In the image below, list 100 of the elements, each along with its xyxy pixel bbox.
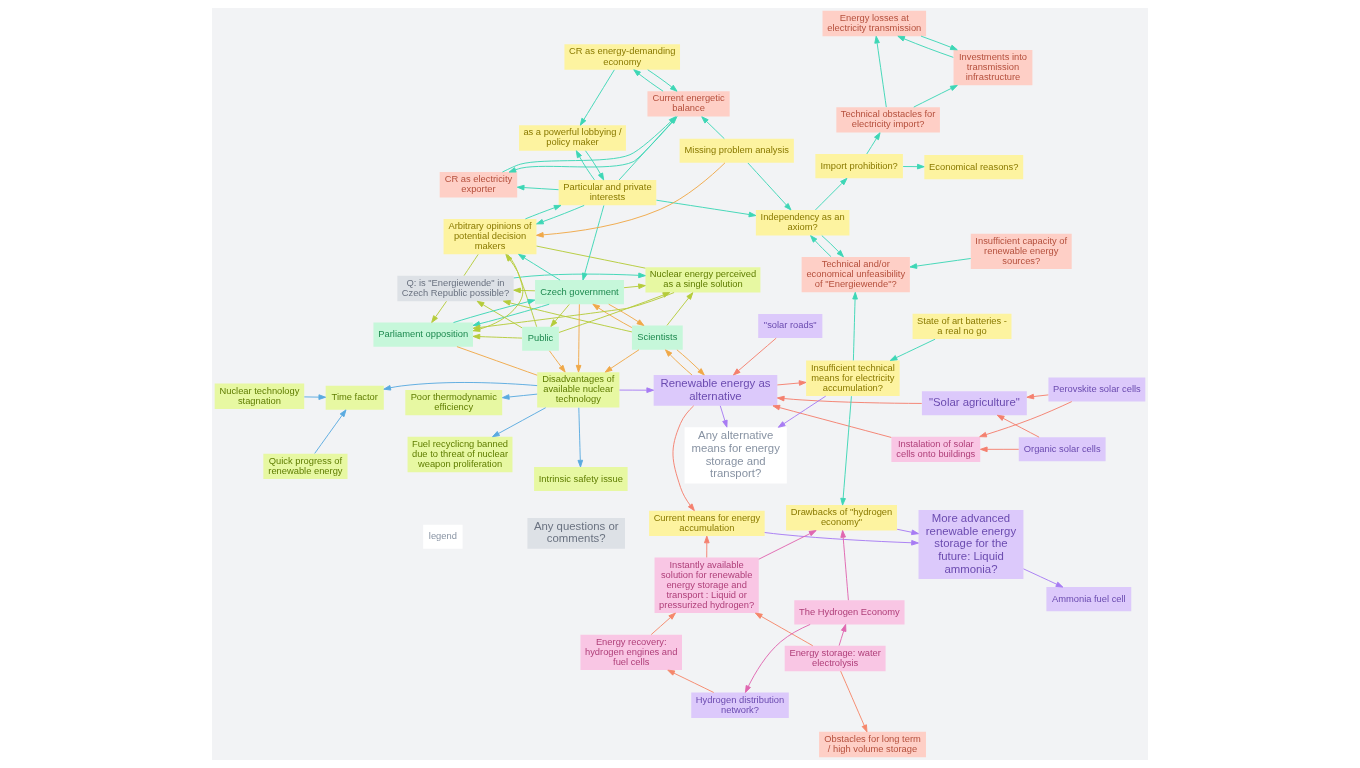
- arrow: [592, 303, 633, 329]
- arrow: [852, 291, 858, 361]
- node-box: "Solar agriculture": [921, 391, 1027, 416]
- arrow: [815, 177, 848, 211]
- arrow: [431, 300, 447, 323]
- arrow: [502, 300, 633, 333]
- arrow: [647, 69, 678, 92]
- arrow: [821, 235, 844, 258]
- node-box: State of art batteries - a real no go: [912, 313, 1012, 340]
- arrow: [733, 337, 777, 376]
- arrow: [667, 669, 715, 693]
- arrow: [656, 199, 757, 218]
- arrow: [665, 349, 693, 376]
- node-box: Ammonia fuel cell: [1046, 587, 1132, 612]
- node-box: CR as energy-demanding economy: [564, 44, 681, 70]
- arrow: [623, 283, 646, 290]
- arrow: [776, 395, 923, 404]
- arrow: [676, 349, 705, 376]
- arrow: [701, 116, 725, 140]
- arrow: [314, 409, 347, 454]
- node-box: Scientists: [631, 325, 683, 350]
- node-box: Q: is "Energiewende" in Czech Republic possible?: [397, 275, 514, 302]
- node-box: Drawbacks of "hydrogen economy": [786, 505, 897, 531]
- node-box: Technical and/or economical unfeasibility of "Energiewende"?: [801, 256, 910, 293]
- arrow: [1026, 393, 1049, 400]
- node-box: Time factor: [325, 385, 384, 410]
- node-box: Instantly available solution for renewable energy storage and transport : Liquid or pressurized hydrogen?: [654, 557, 759, 614]
- arrow: [777, 395, 827, 428]
- node-box: Arbitrary opinions of potential decision makers: [443, 218, 537, 255]
- arrow: [492, 407, 547, 438]
- arrow: [608, 303, 645, 326]
- arrow: [840, 395, 852, 506]
- arrow: [838, 624, 847, 647]
- arrow: [896, 528, 919, 536]
- node-box: Fuel recyclicng banned due to threat of nuclear weapon proliferation: [407, 436, 513, 473]
- arrow: [810, 235, 832, 258]
- arrow: [549, 350, 566, 373]
- arrow: [472, 333, 523, 340]
- node-box: Any alternative means for energy storage and transport?: [684, 427, 787, 484]
- arrow: [980, 446, 1020, 453]
- arrow: [513, 272, 646, 279]
- arrow: [719, 405, 728, 428]
- node-box: Economical reasons?: [924, 155, 1024, 180]
- node-box: Nuclear technology stagnation: [214, 383, 305, 409]
- arrow: [472, 303, 550, 327]
- node-box: Insufficient capacity of renewable energy sources?: [970, 233, 1072, 270]
- node-box: Independency as an axiom?: [755, 210, 850, 236]
- arrow: [604, 349, 640, 373]
- arrow: [979, 401, 1073, 438]
- arrow: [889, 338, 936, 361]
- arrow: [501, 393, 538, 400]
- node-box: CR as electricity exporter: [439, 172, 518, 198]
- node-box: Investments into transmission infrastructure: [953, 49, 1033, 86]
- connector: [463, 253, 479, 277]
- arrow: [764, 532, 919, 546]
- node-box: Energy storage: water electrolysis: [784, 645, 886, 672]
- node-box: Import prohibition?: [815, 154, 903, 179]
- arrow: [558, 292, 671, 333]
- arrow: [909, 258, 972, 269]
- node-box: Parliament opposition: [373, 322, 473, 347]
- node-box: Organic solar cells: [1018, 437, 1106, 462]
- arrow: [536, 204, 585, 225]
- arrow: [577, 407, 584, 468]
- node-box: Instalation of solar cells onto buildings: [891, 436, 981, 463]
- arrow: [672, 405, 695, 512]
- node-box: Perovskite solar cells: [1048, 377, 1146, 402]
- arrow: [579, 69, 615, 126]
- node-box: Current means for energy accumulation: [649, 510, 765, 537]
- arrow: [516, 184, 559, 191]
- arrow: [772, 404, 892, 438]
- node-box: Renewable energy as alternative: [653, 375, 778, 406]
- arrow: [650, 612, 676, 636]
- node-box: Energy recovery: hydrogen engines and fuel cells: [580, 634, 682, 671]
- node-box: More advanced renewable energy storage for the future: Liquid ammonia?: [918, 510, 1024, 579]
- arrow: [666, 292, 694, 326]
- arrow: [920, 35, 958, 51]
- arrow: [633, 69, 664, 92]
- node-box: The Hydrogen Economy: [794, 600, 905, 625]
- arrow: [303, 394, 327, 400]
- arrow: [524, 204, 562, 220]
- arrow: [476, 300, 523, 329]
- node-box: Disadvantages of available nuclear technology: [537, 372, 620, 408]
- arrow: [619, 387, 654, 393]
- arrow: [383, 382, 538, 391]
- arrow: [866, 132, 881, 155]
- arrow: [453, 298, 536, 324]
- arrow: [758, 530, 817, 560]
- arrow: [704, 535, 710, 558]
- arrow: [874, 35, 887, 108]
- node-box: Poor thermodynamic efficiency: [405, 389, 503, 416]
- connector: [536, 245, 646, 269]
- arrow: [744, 623, 811, 693]
- node-box: "solar roads": [758, 314, 823, 339]
- arrow: [913, 84, 958, 108]
- arrow: [840, 670, 868, 733]
- arrow: [550, 303, 570, 327]
- arrow: [585, 150, 605, 181]
- arrow: [840, 530, 849, 601]
- arrow: [536, 162, 726, 238]
- arrow: [776, 380, 807, 386]
